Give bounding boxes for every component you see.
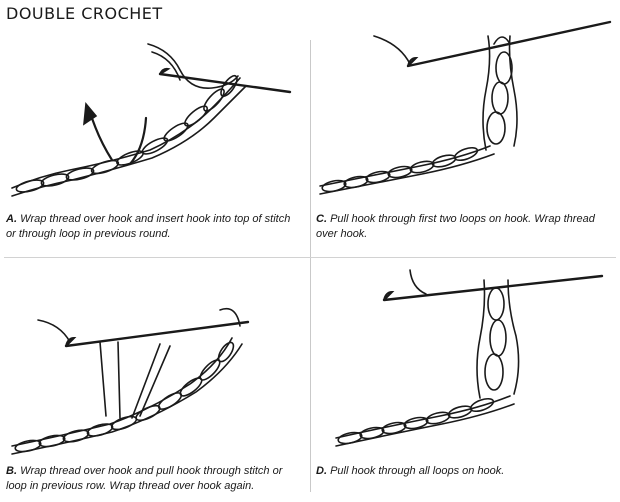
step-a-letter: A. — [6, 213, 17, 225]
step-c-caption: C. Pull hook through first two loops on … — [316, 212, 611, 242]
step-c-letter: C. — [316, 213, 327, 225]
step-b-letter: B. — [6, 465, 17, 477]
step-b-caption: B. Wrap thread over hook and pull hook t… — [6, 464, 301, 494]
step-a-panel: A. Wrap thread over hook and insert hook… — [0, 0, 310, 257]
step-c-text: Pull hook through first two loops on hoo… — [316, 213, 595, 240]
step-d-caption: D. Pull hook through all loops on hook. — [316, 464, 611, 479]
step-b-text: Wrap thread over hook and pull hook thro… — [6, 465, 283, 492]
step-c-illustration — [319, 20, 612, 195]
step-d-text: Pull hook through all loops on hook. — [330, 465, 505, 477]
step-d-panel: D. Pull hook through all loops on hook. — [310, 258, 620, 502]
step-b-panel: B. Wrap thread over hook and pull hook t… — [0, 258, 310, 502]
step-a-text: Wrap thread over hook and insert hook in… — [6, 213, 291, 240]
row-divider — [4, 257, 616, 258]
step-a-illustration — [11, 43, 292, 197]
column-divider — [310, 40, 311, 492]
step-a-caption: A. Wrap thread over hook and insert hook… — [6, 212, 296, 242]
step-b-illustration — [11, 307, 250, 455]
page-title: DOUBLE CROCHET — [6, 4, 163, 23]
step-c-panel: C. Pull hook through first two loops on … — [310, 0, 620, 257]
step-d-illustration — [335, 269, 604, 447]
step-d-letter: D. — [316, 465, 327, 477]
